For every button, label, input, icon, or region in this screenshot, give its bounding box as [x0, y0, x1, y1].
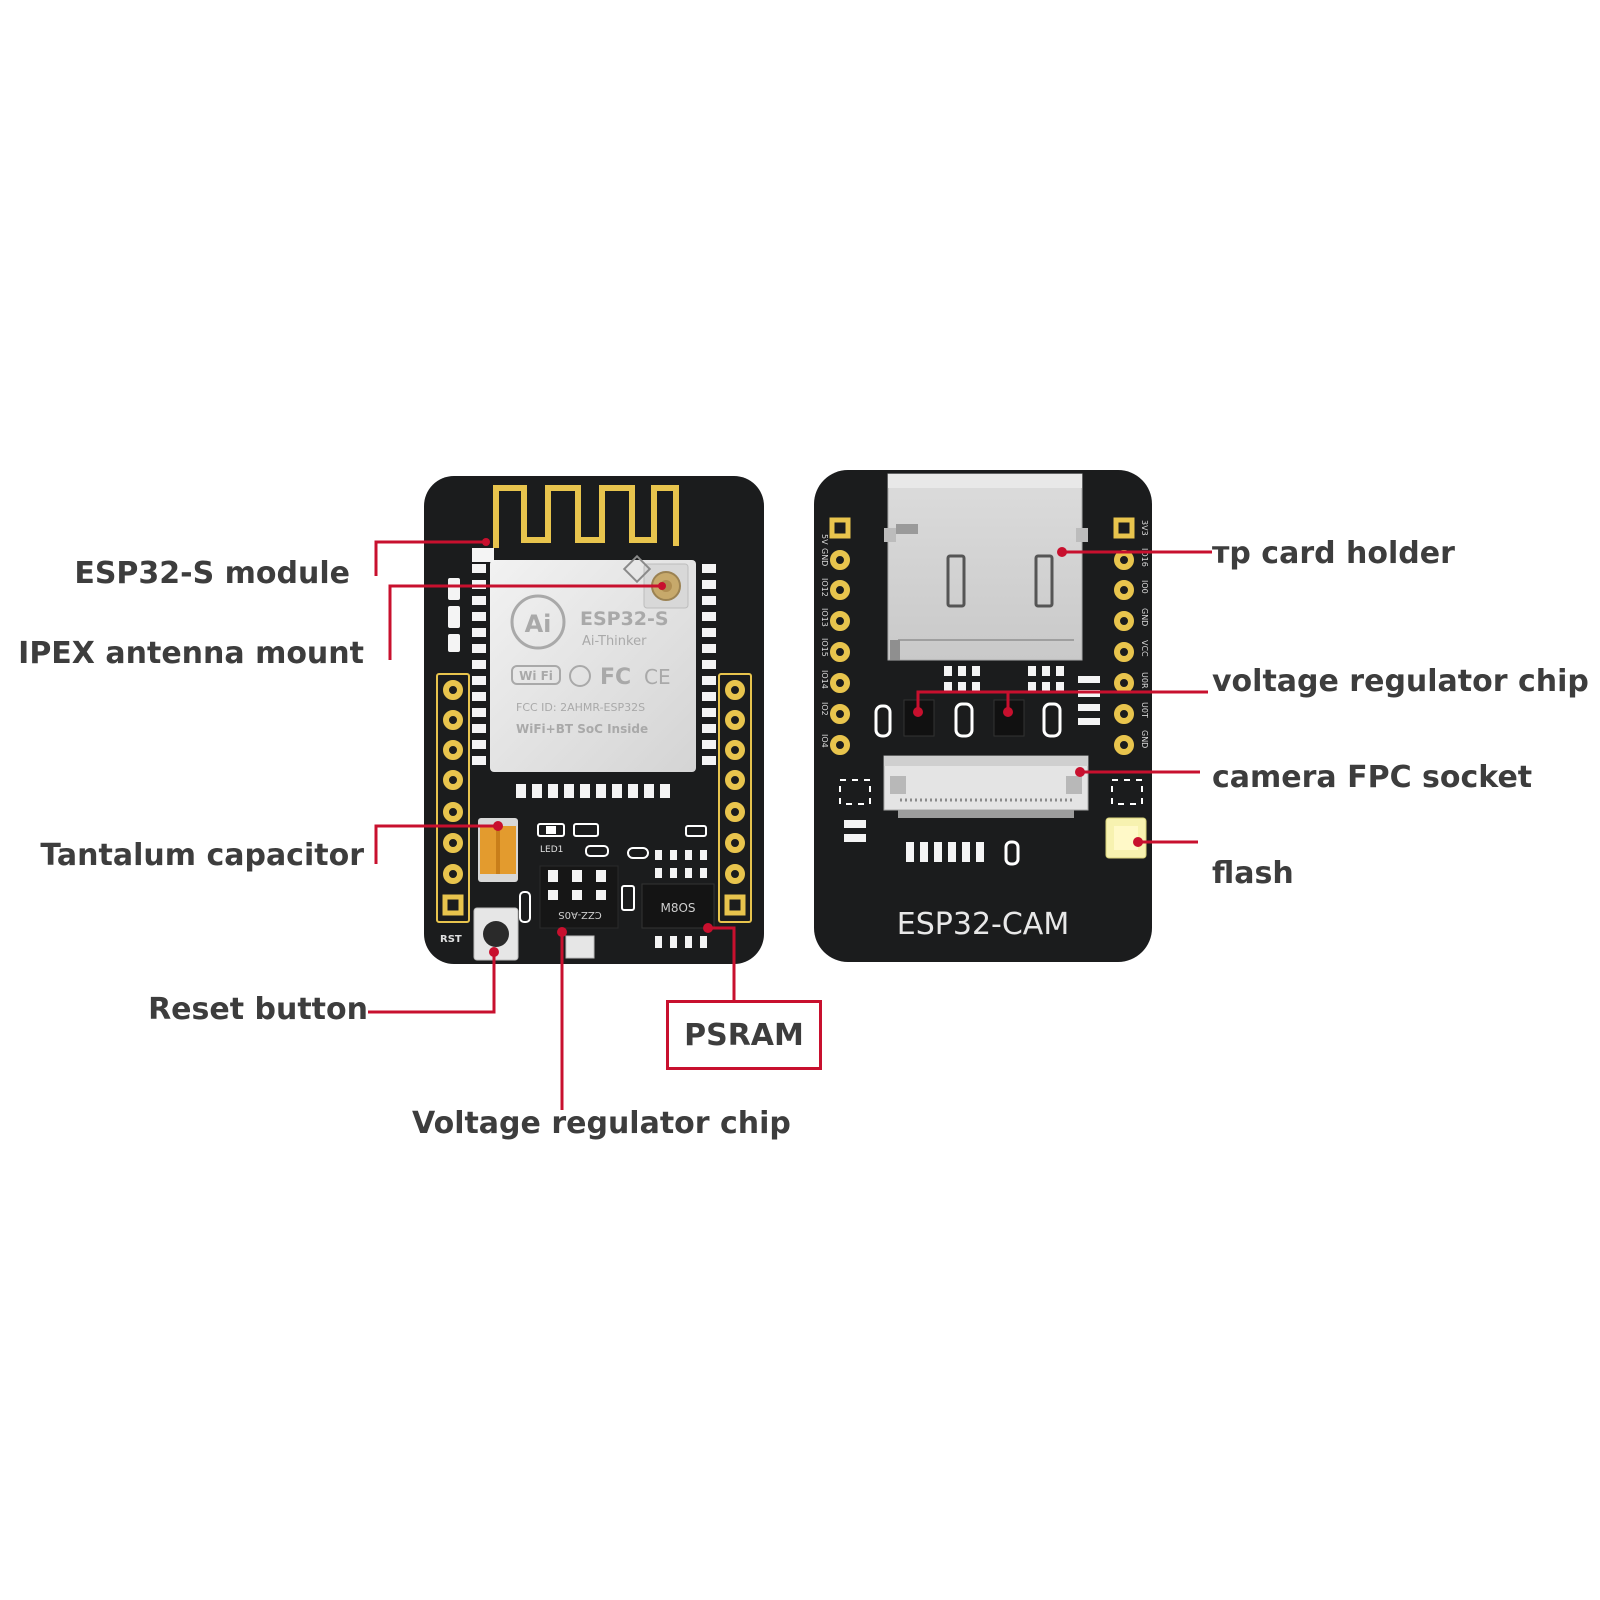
silk-led-label: LED1	[540, 845, 563, 855]
label-camera-fpc-socket: camera FPC socket	[1212, 760, 1533, 795]
back-pin-label: IO15	[820, 638, 829, 657]
flash-led	[1105, 817, 1147, 859]
silk-reg-label: CZZ-A0S	[558, 909, 601, 920]
front-left-header	[436, 673, 470, 923]
back-pin-label: IO0	[1140, 580, 1149, 594]
silk-rst-label: RST	[440, 934, 462, 945]
back-pin-label: 3V3	[1140, 520, 1149, 536]
tantalum-capacitor	[478, 818, 518, 882]
label-ipex-antenna-mount: IPEX antenna mount	[18, 636, 364, 671]
module-maker: Ai-Thinker	[582, 634, 647, 649]
back-pin-label: GND	[820, 548, 829, 566]
back-pin-label: IO13	[820, 608, 829, 627]
leader-lines	[368, 540, 1212, 1110]
module-side-pads	[472, 564, 716, 798]
back-pin-label: IO4	[820, 734, 829, 748]
camera-fpc-socket	[883, 755, 1089, 818]
module-fcc-id: FCC ID: 2AHMR-ESP32S	[516, 701, 645, 714]
label-tantalum-capacitor: Tantalum capacitor	[40, 838, 364, 873]
back-pin-label: IO12	[820, 578, 829, 597]
reset-button-part: RST	[440, 907, 519, 961]
label-flash: flash	[1212, 856, 1294, 891]
back-pin-label: U0T	[1140, 702, 1149, 718]
back-pin-label: IO14	[820, 670, 829, 689]
label-tf-card-holder: тр card holder	[1212, 536, 1455, 571]
back-left-header: 5V GND IO12 IO13 IO15 IO14 IO2 IO4	[820, 517, 851, 755]
led-outline	[537, 823, 565, 837]
back-pin-label: VCC	[1140, 640, 1149, 657]
back-pin-label: GND	[1140, 608, 1149, 626]
back-board: 5V GND IO12 IO13 IO15 IO14 IO2 IO4	[814, 470, 1152, 962]
back-pin-label: IO16	[1140, 548, 1149, 567]
back-pin-label: GND	[1140, 730, 1149, 748]
silk-psram-label: M8OS	[660, 901, 695, 915]
back-pin-label: IO2	[820, 702, 829, 716]
sd-card-holder	[884, 473, 1088, 661]
silk-board-title: ESP32-CAM	[897, 907, 1069, 942]
back-pin-label: 5V	[820, 534, 829, 545]
back-pin-label: U0R	[1140, 672, 1149, 689]
svg-text:Wi Fi: Wi Fi	[519, 669, 553, 683]
module-brand: ESP32-S	[580, 608, 669, 630]
label-voltage-regulator-front: Voltage regulator chip	[412, 1106, 791, 1141]
esp32-module-shield	[490, 560, 696, 772]
module-desc: WiFi+BT SoC Inside	[516, 722, 648, 736]
psram-chip: M8OS	[641, 883, 715, 948]
front-regulator: CZZ-A0S	[539, 865, 619, 959]
label-psram: PSRAM	[684, 1018, 804, 1053]
front-board: Ai ESP32-S Ai-Thinker Wi Fi FC CE FCC ID…	[424, 476, 764, 964]
module-markings: Ai ESP32-S Ai-Thinker Wi Fi FC CE FCC ID…	[510, 594, 671, 736]
wifi-logo-icon	[511, 665, 561, 685]
label-reset-button: Reset button	[148, 992, 368, 1027]
ce-mark: CE	[644, 665, 671, 689]
ai-logo-icon	[510, 594, 566, 650]
fc-mark: FC	[600, 665, 631, 690]
pcb-antenna-trace	[493, 485, 679, 548]
psram-label-box: PSRAM	[666, 1000, 822, 1070]
leader-dots	[482, 538, 1143, 957]
label-esp32-module: ESP32-S module	[74, 556, 350, 591]
front-right-header	[718, 673, 752, 923]
bluetooth-icon	[569, 665, 591, 687]
label-voltage-regulator-back: voltage regulator chip	[1212, 664, 1589, 699]
svg-text:Ai: Ai	[525, 610, 552, 638]
